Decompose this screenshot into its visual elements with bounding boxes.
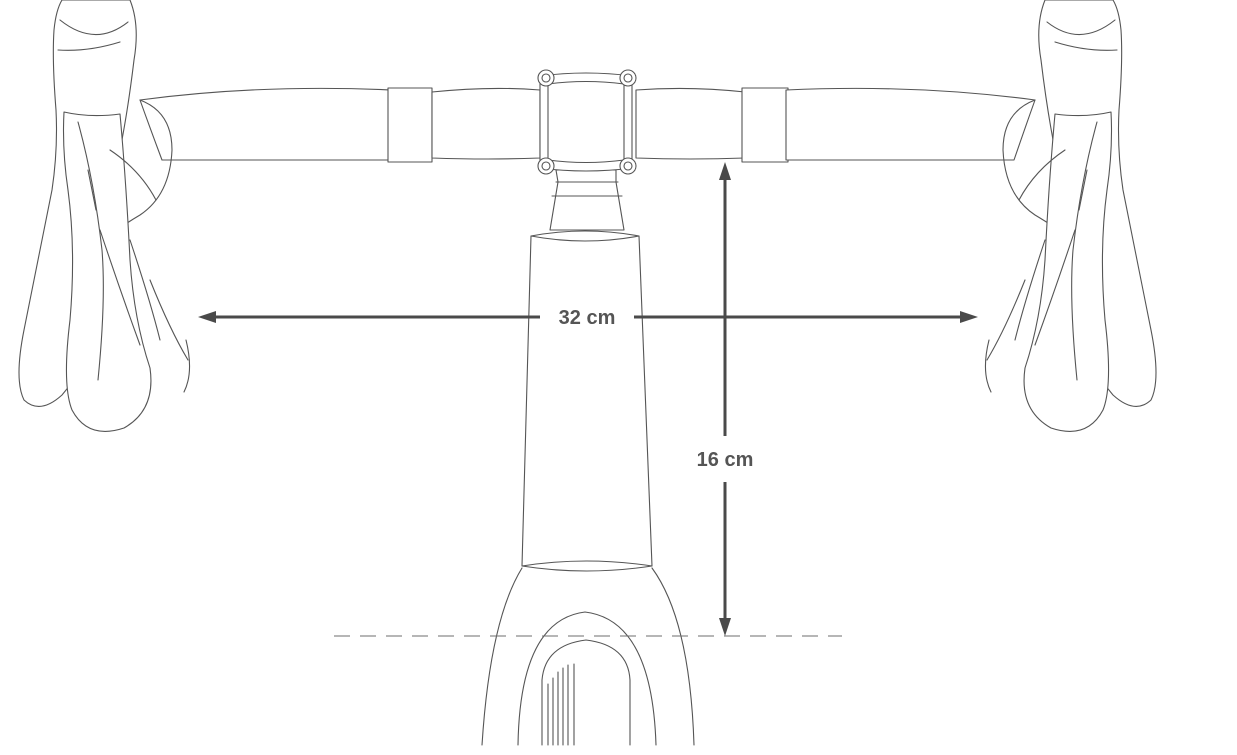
height-dimension-label: 16 cm	[697, 449, 754, 471]
handlebar-left	[139, 87, 541, 163]
head-tube	[521, 230, 653, 572]
width-arrow-left	[198, 311, 216, 323]
width-dimension: 32 cm	[198, 307, 978, 329]
stem	[549, 169, 625, 231]
width-dimension-label: 32 cm	[559, 307, 616, 329]
stem-faceplate	[537, 69, 637, 175]
bolt-top-right	[619, 69, 637, 87]
left-brake-lever	[18, 0, 191, 432]
fork	[481, 567, 695, 746]
height-arrow-bottom	[719, 618, 731, 636]
handlebar-right	[635, 87, 1036, 163]
height-dimension: 16 cm	[697, 162, 754, 636]
height-arrow-top	[719, 162, 731, 180]
bolt-bottom-left	[537, 157, 555, 175]
bolt-top-left	[537, 69, 555, 87]
right-brake-lever	[984, 0, 1157, 432]
bolt-bottom-right	[619, 157, 637, 175]
tire	[541, 639, 631, 746]
width-arrow-right	[960, 311, 978, 323]
